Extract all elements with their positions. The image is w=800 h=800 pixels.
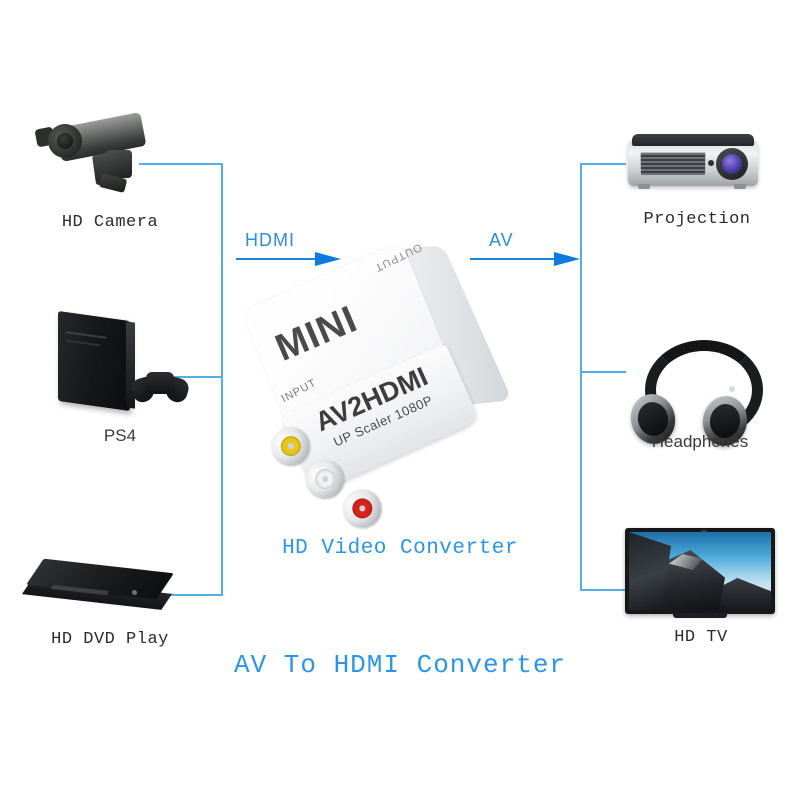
- flow-label-hdmi: HDMI: [245, 230, 295, 250]
- tv-bezel: [625, 528, 775, 614]
- right-bracket-spine: [580, 163, 582, 591]
- right-stub-tv: [580, 589, 626, 591]
- source-node-hd-camera[interactable]: HD Camera: [30, 110, 190, 250]
- projector-lens: [722, 154, 742, 174]
- tv-stand: [673, 613, 727, 618]
- projector-foot: [638, 184, 650, 189]
- left-stub-ps4: [173, 376, 223, 378]
- flow-arrow-av: [470, 252, 580, 266]
- dvd-power-led: [132, 589, 137, 596]
- output-label-headphones: Headphones: [651, 432, 749, 451]
- projector-vent-grille: [640, 152, 706, 176]
- gamepad-icon: [129, 370, 191, 405]
- projector-sensor: [708, 160, 714, 166]
- projector-top-cover: [632, 134, 754, 146]
- projector-icon: [622, 130, 772, 194]
- gamepad-center: [146, 372, 174, 394]
- source-label-ps4: PS4: [103, 426, 137, 445]
- source-label-hd-camera: HD Camera: [61, 213, 159, 232]
- headphones-icon: [625, 338, 775, 450]
- arrow-head: [554, 252, 580, 266]
- right-stub-headphones: [580, 371, 626, 373]
- av2hdmi-converter-device[interactable]: MINI OUTPUT AV2HDMI UP Scaler 1080P INPU…: [241, 240, 555, 534]
- camera-lens: [57, 133, 73, 149]
- device-rotated-group: MINI OUTPUT AV2HDMI UP Scaler 1080P INPU…: [212, 194, 598, 567]
- subtitle-caption: HD Video Converter: [282, 537, 518, 560]
- projector-foot: [734, 184, 746, 189]
- output-label-hd-tv: HD TV: [674, 628, 728, 647]
- arrow-shaft: [236, 258, 315, 260]
- screen-scenery-right: [717, 578, 771, 610]
- game-console-icon: [40, 310, 200, 420]
- camera-bracket: [106, 150, 132, 178]
- source-node-ps4[interactable]: PS4: [40, 310, 200, 460]
- television-icon: [621, 524, 781, 624]
- flow-label-av: AV: [489, 230, 514, 250]
- console-body: [58, 310, 130, 412]
- tv-screen: [629, 532, 771, 610]
- headphone-brand-dot: [729, 386, 735, 392]
- output-node-hd-tv[interactable]: HD TV: [621, 524, 781, 654]
- tv-camera-dot: [701, 530, 707, 533]
- dvd-player-icon: [20, 552, 200, 624]
- rca-audio-right-red-jack[interactable]: [337, 483, 388, 534]
- flow-arrow-hdmi: [236, 252, 341, 266]
- output-node-projection[interactable]: Projection: [622, 130, 772, 260]
- headphone-headband: [645, 340, 763, 440]
- main-title-caption: AV To HDMI Converter: [233, 650, 567, 680]
- arrow-head: [315, 252, 341, 266]
- left-stub-camera: [139, 163, 223, 165]
- left-bracket-spine: [221, 163, 223, 596]
- left-stub-dvd: [150, 594, 223, 596]
- right-stub-projector: [580, 163, 626, 165]
- cctv-camera-icon: [30, 110, 190, 205]
- arrow-shaft: [470, 258, 554, 260]
- source-label-hd-dvd: HD DVD Play: [51, 630, 169, 649]
- output-label-projection: Projection: [643, 210, 751, 229]
- output-node-headphones[interactable]: Headphones: [625, 338, 775, 468]
- source-node-hd-dvd[interactable]: HD DVD Play: [20, 552, 200, 662]
